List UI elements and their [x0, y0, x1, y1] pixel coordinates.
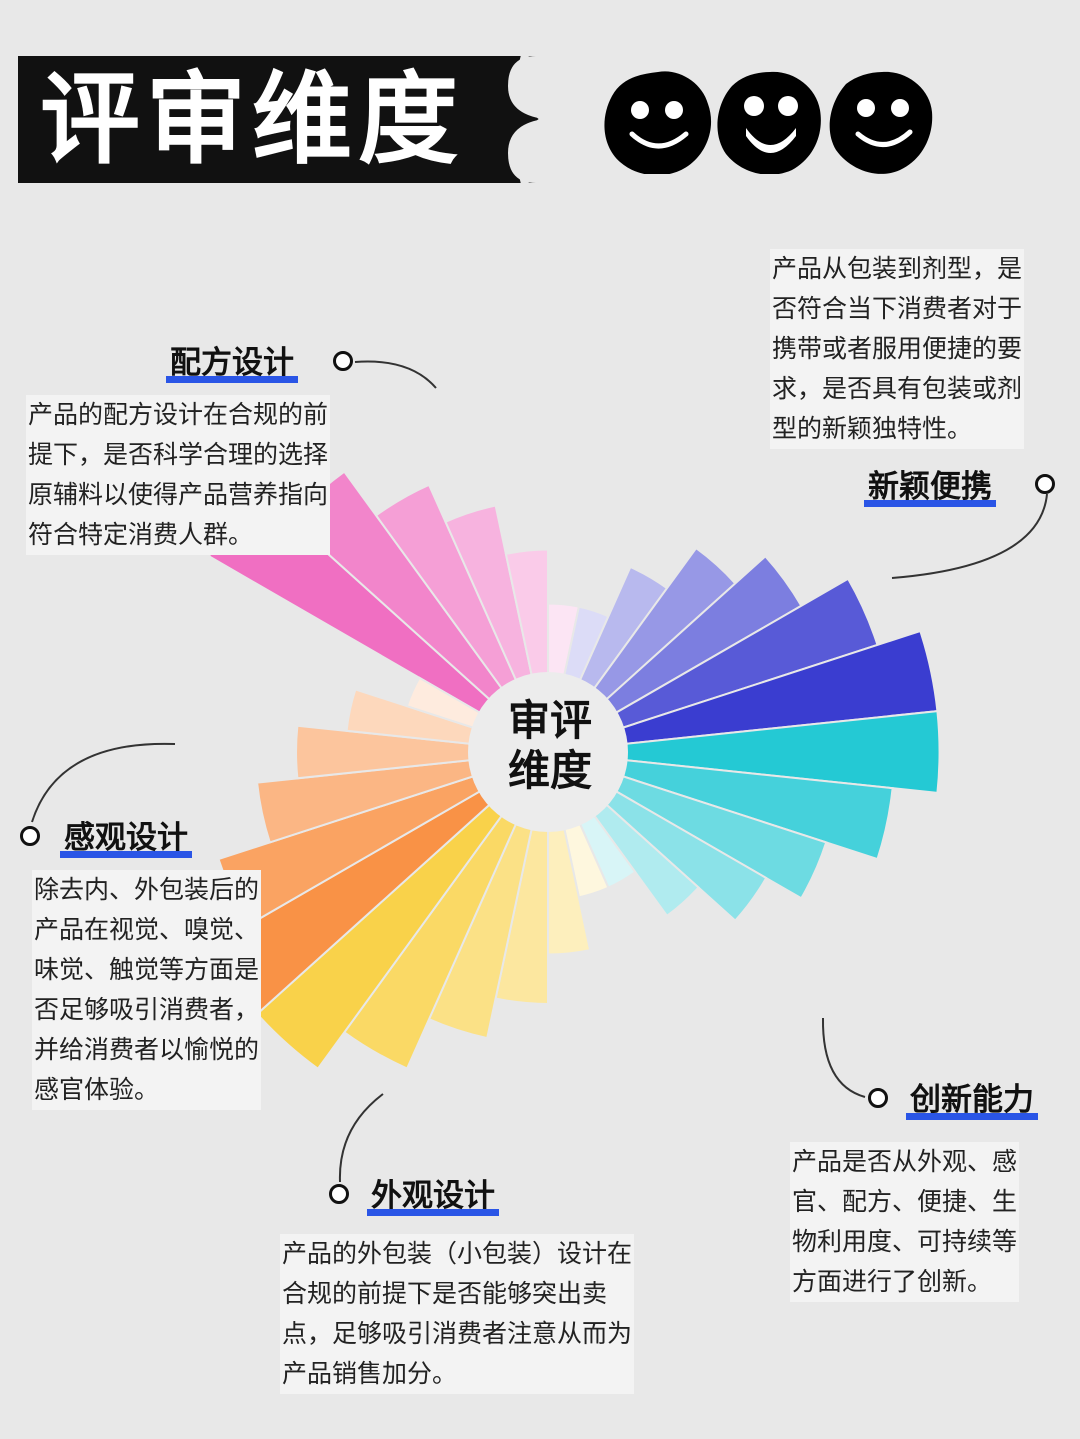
leader-line-appearance [338, 1093, 384, 1183]
desc-novel-portable: 产品从包装到剂型，是 否符合当下消费者对于 携带或者服用便捷的要 求，是否具有包… [770, 249, 1025, 449]
desc-line: 物利用度、可持续等 [792, 1227, 1018, 1256]
desc-formula-design: 产品的配方设计在合规的前 提下，是否科学合理的选择 原辅料以使得产品营养指向 符… [26, 395, 331, 555]
page-title: 评审维度 [40, 61, 464, 178]
desc-sensory-design: 除去内、外包装后的 产品在视觉、嗅觉、 味觉、触觉等方面是 否足够吸引消费者， … [32, 870, 262, 1110]
smiley-icon-1 [604, 71, 712, 174]
desc-line: 并给消费者以愉悦的 [34, 1035, 260, 1064]
desc-appearance-design: 产品的外包装（小包装）设计在 合规的前提下是否能够突出卖 点，足够吸引消费者注意… [280, 1234, 635, 1394]
leader-line-sensory [31, 742, 176, 823]
connector-dot-portable [1035, 474, 1055, 494]
banner-notch-shape [508, 56, 566, 183]
connector-dot-appearance [329, 1184, 349, 1204]
center-label-line2: 维度 [507, 746, 592, 795]
leader-line-formula [354, 360, 437, 389]
desc-innovation: 产品是否从外观、感 官、配方、便捷、生 物利用度、可持续等 方面进行了创新。 [790, 1142, 1020, 1302]
heading-formula-design: 配方设计 [166, 343, 298, 383]
desc-line: 味觉、触觉等方面是 [34, 955, 260, 984]
desc-line: 产品从包装到剂型，是 [772, 254, 1023, 283]
wedge-innovation-0 [547, 710, 941, 794]
desc-line: 提下，是否科学合理的选择 [28, 440, 329, 469]
smiley-icon-2 [717, 71, 821, 174]
desc-line: 方面进行了创新。 [792, 1267, 993, 1296]
desc-line: 产品在视觉、嗅觉、 [34, 915, 260, 944]
heading-novel-portable: 新颖便携 [864, 467, 996, 507]
connector-dot-innovation [868, 1088, 888, 1108]
desc-line: 符合特定消费人群。 [28, 520, 254, 549]
desc-line: 否足够吸引消费者， [34, 995, 260, 1024]
desc-line: 点，足够吸引消费者注意从而为 [282, 1319, 633, 1348]
smiley-faces-icon [604, 71, 933, 174]
desc-line: 原辅料以使得产品营养指向 [28, 480, 329, 509]
wedge-sensory-3 [295, 724, 549, 780]
center-label: 审评 维度 [490, 696, 610, 796]
desc-line: 合规的前提下是否能够突出卖 [282, 1279, 608, 1308]
heading-appearance-design: 外观设计 [367, 1176, 499, 1216]
desc-line: 除去内、外包装后的 [34, 875, 260, 904]
leader-line-innovation [821, 1017, 866, 1098]
center-label-line1: 审评 [507, 696, 592, 745]
desc-line: 型的新颖独特性。 [772, 414, 973, 443]
desc-line: 携带或者服用便捷的要 [772, 334, 1023, 363]
connector-dot-sensory [20, 826, 40, 846]
smiley-icon-3 [829, 71, 933, 174]
desc-line: 否符合当下消费者对于 [772, 294, 1023, 323]
center-circle [468, 672, 628, 832]
desc-line: 产品的配方设计在合规的前 [28, 400, 329, 429]
wedge-innovation-1 [547, 751, 894, 861]
leader-line-portable [891, 493, 1048, 579]
desc-line: 产品的外包装（小包装）设计在 [282, 1239, 633, 1268]
heading-sensory-design: 感观设计 [60, 818, 192, 858]
desc-line: 产品销售加分。 [282, 1359, 458, 1388]
title-banner: 评审维度 [18, 56, 566, 183]
desc-line: 感官体验。 [34, 1075, 160, 1104]
desc-line: 官、配方、便捷、生 [792, 1187, 1018, 1216]
desc-line: 产品是否从外观、感 [792, 1147, 1018, 1176]
desc-line: 求，是否具有包装或剂 [772, 374, 1023, 403]
connector-dot-formula [333, 351, 353, 371]
heading-innovation: 创新能力 [906, 1080, 1038, 1120]
